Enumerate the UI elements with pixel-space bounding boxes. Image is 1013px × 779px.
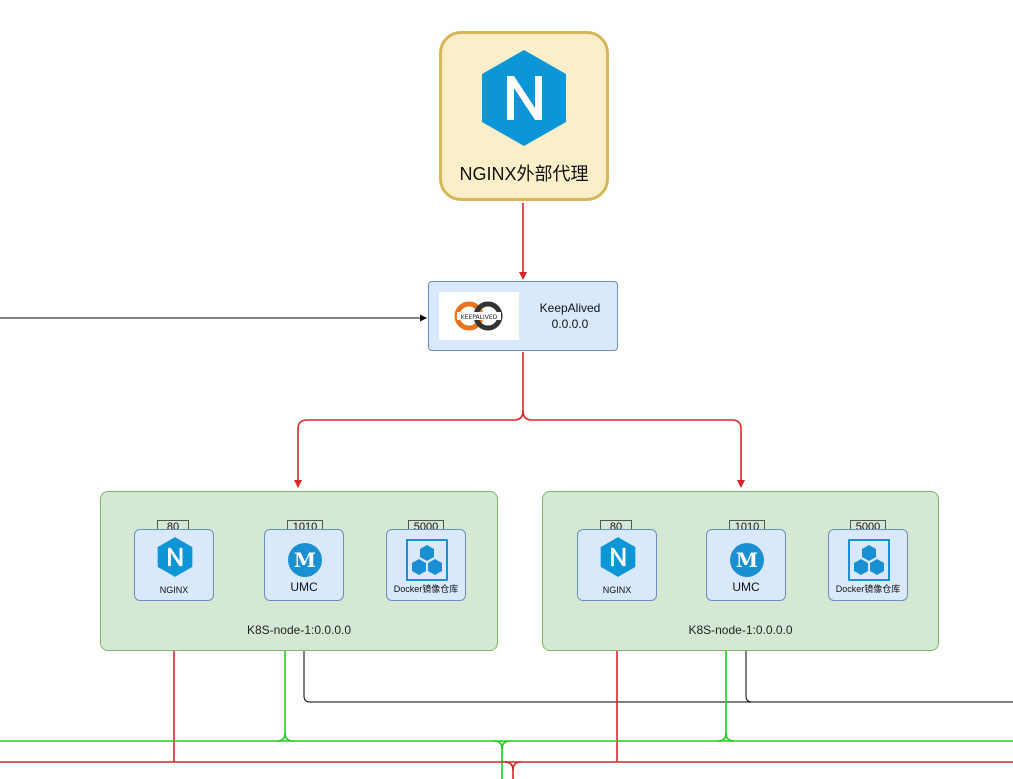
nginx-external-proxy[interactable]: NGINX外部代理	[439, 31, 609, 201]
service-umc[interactable]: M UMC	[706, 529, 786, 601]
svg-text:M: M	[736, 548, 758, 572]
keepalived-ip: 0.0.0.0	[551, 317, 589, 331]
service-label: Docker镜像仓库	[393, 584, 459, 594]
nginx-hexagon-icon	[482, 50, 566, 146]
edge-node2-umc-down-r	[725, 732, 735, 742]
service-umc[interactable]: M UMC	[264, 529, 344, 601]
service-nginx[interactable]: NGINX	[134, 529, 214, 601]
nginx-hexagon-icon	[157, 537, 193, 577]
docker-registry-cubes-icon	[406, 539, 448, 581]
service-label: UMC	[290, 580, 318, 594]
service-docker-registry[interactable]: Docker镜像仓库	[828, 529, 908, 601]
service-label: Docker镜像仓库	[835, 584, 901, 594]
keepalived-node[interactable]: KEEPALIVED KeepAlived 0.0.0.0	[428, 281, 618, 351]
svg-text:KEEPALIVED: KEEPALIVED	[461, 314, 498, 321]
umc-m-icon: M	[730, 543, 764, 577]
edge-keepalived-branch	[294, 352, 524, 488]
service-label: UMC	[732, 580, 760, 594]
service-label: NGINX	[602, 585, 632, 595]
proxy-label: NGINX外部代理	[459, 164, 589, 184]
red-bus-drop	[504, 761, 514, 779]
edge-node1-umc-black	[303, 601, 1013, 703]
service-nginx[interactable]: NGINX	[577, 529, 657, 601]
red-bus-drop-r	[512, 761, 522, 771]
green-bus-drop	[493, 740, 503, 779]
node-label: K8S-node-1:0.0.0.0	[688, 623, 793, 637]
keepalived-logo: KEEPALIVED	[439, 292, 519, 340]
edge-node1-umc-down-r	[284, 732, 294, 742]
edge-node2-umc-black	[745, 601, 1013, 703]
service-docker-registry[interactable]: Docker镜像仓库	[386, 529, 466, 601]
edge-keepalived-branch-right	[522, 410, 745, 488]
keepalived-name: KeepAlived	[539, 301, 601, 315]
docker-registry-cubes-icon	[848, 539, 890, 581]
svg-text:M: M	[294, 548, 316, 572]
node-label: K8S-node-1:0.0.0.0	[246, 623, 352, 637]
service-label: NGINX	[159, 585, 189, 595]
nginx-hexagon-icon	[600, 537, 636, 577]
umc-m-icon: M	[288, 543, 322, 577]
green-bus-drop-r	[501, 740, 511, 750]
keepalived-text: KeepAlived 0.0.0.0	[527, 300, 613, 332]
